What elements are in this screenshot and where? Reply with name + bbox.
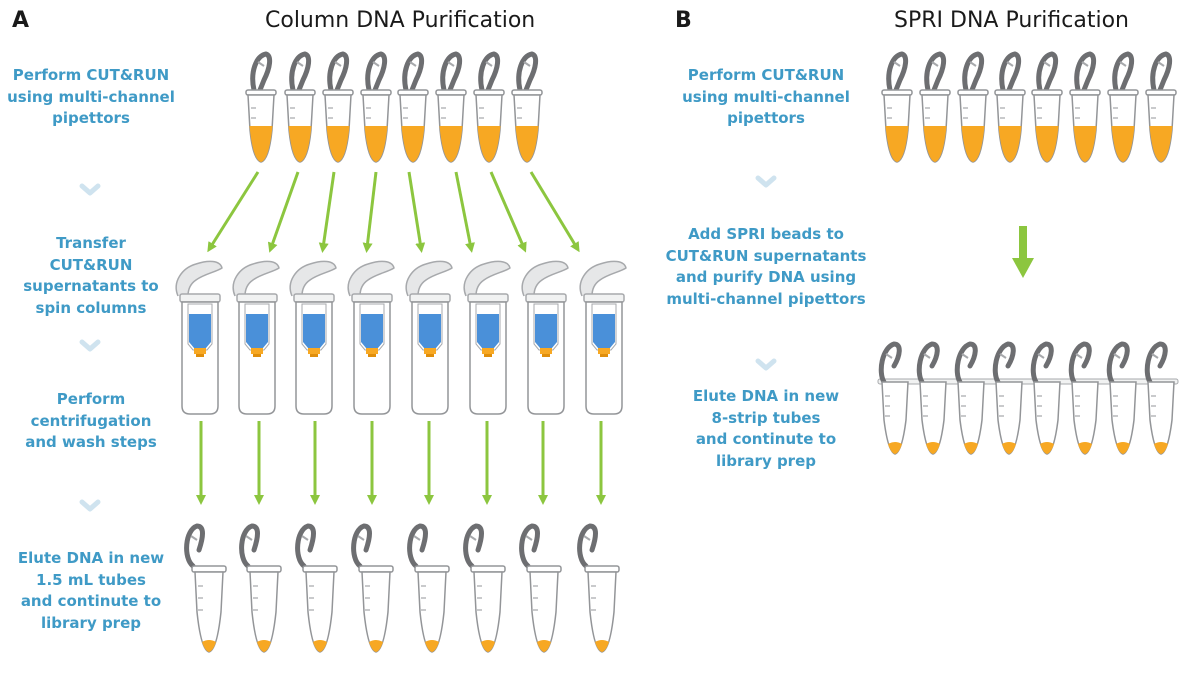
panel-b-title: SPRI DNA Purification <box>894 8 1129 33</box>
panel-b-letter: B <box>675 8 692 33</box>
spin-column-icon <box>232 260 280 415</box>
panel-a-spin-columns <box>175 260 627 415</box>
panel-a-down-arrows <box>196 421 606 505</box>
arrow-down-icon <box>407 171 426 253</box>
panel-a-step-1: Perform CUT&RUN using multi-channel pipe… <box>7 66 175 127</box>
chevron-group <box>79 175 777 512</box>
strip-tube-icon <box>1106 341 1137 455</box>
panel-b-step-2: Add SPRI beads to CUT&RUN supernatants a… <box>665 225 867 308</box>
panel-a-diagonal-arrows <box>207 171 580 253</box>
chevron-down-icon <box>79 499 101 512</box>
microcentrifuge-tube-icon <box>245 51 277 163</box>
spin-column-icon <box>405 260 453 415</box>
spin-column-icon <box>347 260 395 415</box>
microcentrifuge-tube-icon <box>919 51 951 163</box>
panel-b-arrow <box>1012 226 1034 278</box>
microcentrifuge-tube-icon <box>473 51 505 163</box>
microcentrifuge-tube-icon <box>1107 51 1139 163</box>
microcentrifuge-tube-icon <box>957 51 989 163</box>
panel-b-top-tubes <box>881 51 1177 163</box>
microcentrifuge-tube-icon <box>284 51 316 163</box>
strip-tube-icon <box>992 341 1023 455</box>
microcentrifuge-tube-icon <box>360 51 392 163</box>
microcentrifuge-tube-icon <box>407 523 450 653</box>
microcentrifuge-tube-icon <box>239 523 282 653</box>
spin-column-icon <box>175 260 223 415</box>
spin-column-icon <box>579 260 627 415</box>
microcentrifuge-tube-icon <box>397 51 429 163</box>
arrow-down-icon <box>362 171 378 253</box>
microcentrifuge-tube-icon <box>577 523 620 653</box>
chevron-down-icon <box>755 175 777 188</box>
arrow-down-icon <box>529 171 580 253</box>
microcentrifuge-tube-icon <box>1031 51 1063 163</box>
arrow-down-icon <box>207 171 260 253</box>
strip-tube-icon <box>1030 341 1061 455</box>
spin-column-icon <box>289 260 337 415</box>
panel-b-step-1: Perform CUT&RUN using multi-channel pipe… <box>682 66 850 127</box>
microcentrifuge-tube-icon <box>994 51 1026 163</box>
chevron-down-icon <box>755 358 777 371</box>
panel-a-step-4: Elute DNA in new 1.5 mL tubes and contin… <box>17 549 165 632</box>
strip-tube-icon <box>1144 341 1175 455</box>
strip-tube-icon <box>878 341 909 455</box>
microcentrifuge-tube-icon <box>1145 51 1177 163</box>
strip-tube-icon <box>954 341 985 455</box>
microcentrifuge-tube-icon <box>511 51 543 163</box>
microcentrifuge-tube-icon <box>322 51 354 163</box>
chevron-down-icon <box>79 339 101 352</box>
arrow-down-icon <box>454 171 475 253</box>
panel-a-step-2: Transfer CUT&RUN supernatants to spin co… <box>23 234 159 317</box>
spin-column-icon <box>521 260 569 415</box>
spin-column-icon <box>463 260 511 415</box>
arrow-down-icon <box>267 171 300 253</box>
microcentrifuge-tube-icon <box>295 523 338 653</box>
panel-a-top-tubes <box>245 51 543 163</box>
panel-b-step-3: Elute DNA in new 8-strip tubes and conti… <box>692 387 840 470</box>
microcentrifuge-tube-icon <box>881 51 913 163</box>
microcentrifuge-tube-icon <box>351 523 394 653</box>
panel-a-letter: A <box>12 8 30 33</box>
arrow-down-icon <box>489 171 527 253</box>
strip-tube-icon <box>916 341 947 455</box>
panel-a-step-3: Perform centrifugation and wash steps <box>25 390 157 451</box>
microcentrifuge-tube-icon <box>1069 51 1101 163</box>
panel-a-elution-tubes <box>184 523 620 653</box>
microcentrifuge-tube-icon <box>463 523 506 653</box>
panel-b-strip-tubes <box>877 341 1179 455</box>
panel-a-title: Column DNA Purification <box>265 8 536 33</box>
microcentrifuge-tube-icon <box>435 51 467 163</box>
strip-tube-icon <box>1068 341 1099 455</box>
microcentrifuge-tube-icon <box>184 523 227 653</box>
microcentrifuge-tube-icon <box>519 523 562 653</box>
chevron-down-icon <box>79 183 101 196</box>
arrow-down-icon <box>318 171 336 253</box>
